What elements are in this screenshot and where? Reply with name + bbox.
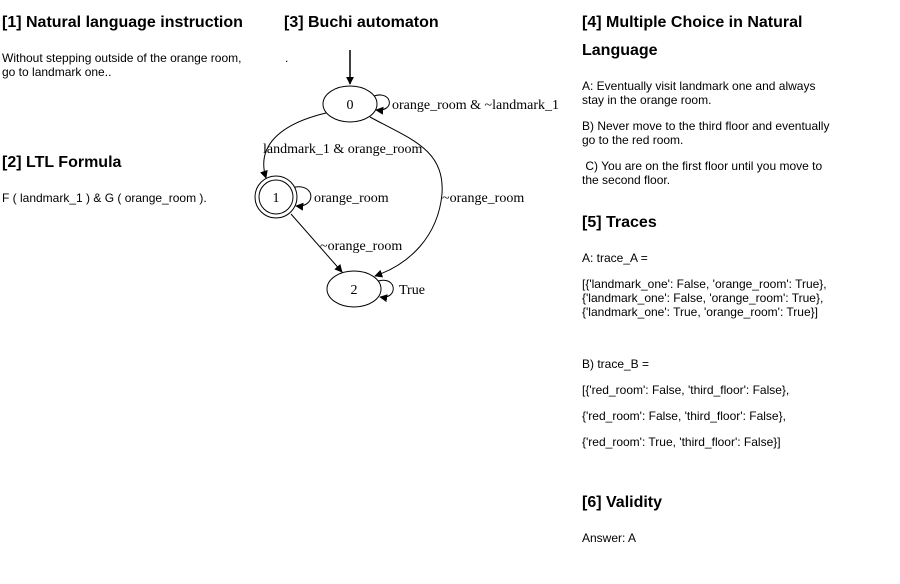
edge-1-1-label: orange_room — [314, 191, 389, 206]
traces-title: [5] Traces — [582, 214, 657, 231]
trace-a-line-2: {'landmark_one': False, 'orange_room': T… — [582, 291, 824, 305]
edge-0-2 — [369, 116, 443, 278]
trace-b-label: B) trace_B = — [582, 357, 650, 371]
edge-2-2 — [377, 279, 394, 303]
choice-b: B) Never move to the third floor and eve… — [582, 119, 830, 147]
edge-0-2-label: ~orange_room — [442, 191, 524, 206]
choice-c: C) You are on the first floor until you … — [582, 159, 826, 187]
instruction-title: [1] Natural language instruction — [2, 14, 243, 31]
edge-0-0 — [373, 94, 390, 115]
state-0-label: 0 — [347, 98, 354, 113]
ltl-title: [2] LTL Formula — [2, 154, 122, 171]
trace-a-line-1: [{'landmark_one': False, 'orange_room': … — [582, 277, 827, 291]
buchi-dot: . — [285, 51, 289, 65]
edge-0-0-label: orange_room & ~landmark_1 — [392, 98, 559, 113]
buchi-title: [3] Buchi automaton — [284, 14, 439, 31]
state-0: 0 — [322, 85, 378, 123]
state-1-accepting: 1 — [254, 175, 298, 219]
trace-a-line-3: {'landmark_one': True, 'orange_room': Tr… — [582, 305, 818, 319]
edge-1-2 — [290, 213, 343, 273]
trace-b-line-1: [{'red_room': False, 'third_floor': Fals… — [582, 383, 790, 397]
state-2-label: 2 — [351, 283, 358, 298]
state-1-label: 1 — [273, 191, 280, 206]
ltl-formula: F ( landmark_1 ) & G ( orange_room ). — [2, 191, 207, 205]
edge-2-2-label: True — [399, 283, 425, 298]
validity-title: [6] Validity — [582, 494, 663, 511]
state-2: 2 — [326, 270, 382, 308]
choices-title-line2: Language — [582, 42, 658, 59]
choices-title-line1: [4] Multiple Choice in Natural — [582, 14, 803, 31]
trace-b-line-3: {'red_room': True, 'third_floor': False}… — [582, 435, 781, 449]
edge-1-2-label: ~orange_room — [320, 239, 402, 254]
validity-answer: Answer: A — [582, 531, 637, 545]
trace-a-label: A: trace_A = — [582, 251, 648, 265]
trace-b-line-2: {'red_room': False, 'third_floor': False… — [582, 409, 786, 423]
edge-0-1-label: landmark_1 & orange_room — [263, 142, 423, 157]
instruction-text: Without stepping outside of the orange r… — [2, 51, 242, 79]
buchi-automaton-diagram: 0 1 2 orange_room & ~landmark_1 landmark… — [254, 50, 559, 308]
edge-0-1 — [260, 112, 327, 179]
edge-1-1 — [294, 186, 312, 211]
choice-a: A: Eventually visit landmark one and alw… — [582, 79, 816, 107]
